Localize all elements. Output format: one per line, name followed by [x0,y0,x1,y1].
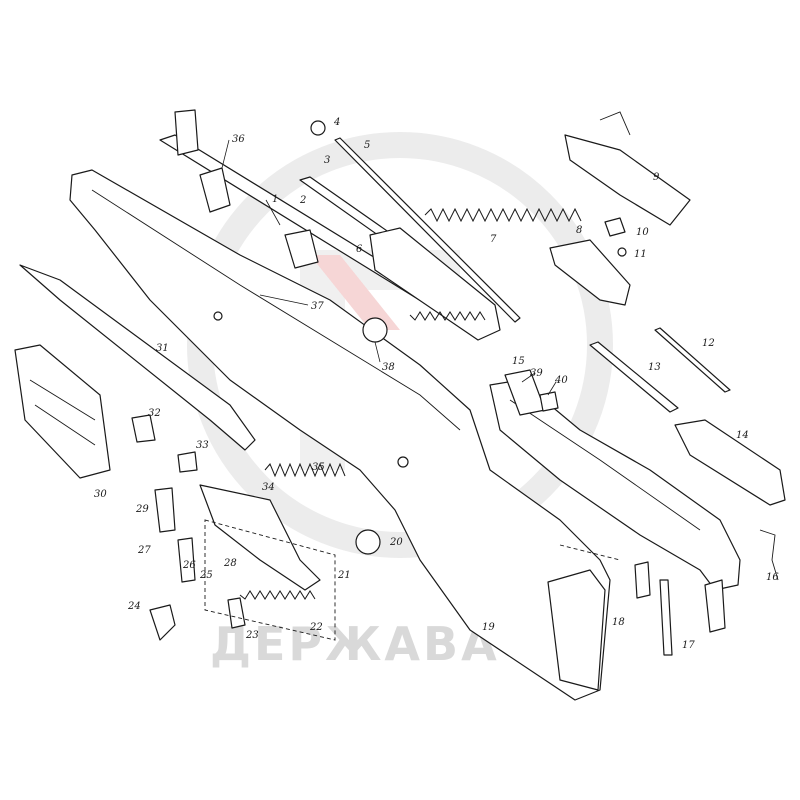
part-26 [177,537,196,583]
cleaning-rod [334,137,521,323]
callout-40: 40 [554,375,568,386]
stock-screw-2 [397,456,409,468]
callout-34: 34 [262,482,275,493]
callout-2: 2 [299,195,306,206]
callout-19: 19 [482,622,495,633]
callout-26: 26 [182,560,196,571]
callout-15: 15 [512,356,525,367]
callout-9: 9 [653,172,660,183]
receiver-assembly [489,379,741,591]
mainspring-35 [264,462,346,478]
nut-part [310,120,326,136]
receiver-line [509,399,701,531]
stock-inner-line [91,189,461,431]
callout-6: 6 [356,244,363,255]
front-sight [174,109,199,156]
callout-28: 28 [223,558,237,569]
spring-22 [239,590,316,600]
callout-35: 35 [312,462,325,473]
buttplate [547,569,606,691]
bolt-carrier [564,134,691,226]
magazine-ribs [29,379,96,446]
assembly-outline [204,519,336,641]
callout-24: 24 [127,601,141,612]
receiver-cover [674,419,786,506]
callout-22: 22 [309,622,323,633]
callout-38: 38 [382,362,395,373]
callout-12: 12 [702,338,715,349]
trigger-housing [199,484,321,591]
extractor-pin [617,247,627,257]
callout-31: 31 [156,343,169,354]
part-29 [154,487,176,533]
callout-37: 37 [311,301,324,312]
recoil-spring [424,207,582,223]
callout-17: 17 [682,640,695,651]
callout-25: 25 [199,570,213,581]
gas-block [284,229,319,269]
bayonet [19,264,256,451]
sling-swivel-38 [362,317,388,343]
callout-labels: 1 2 3 4 5 6 7 8 9 10 11 12 13 14 15 16 1… [94,117,779,651]
firing-pin-spring [409,311,486,321]
callout-1: 1 [272,194,278,205]
callout-16: 16 [766,572,779,583]
callout-14: 14 [736,430,749,441]
callout-7: 7 [490,234,497,245]
callout-3: 3 [324,155,330,166]
bolt-carrier-handle [599,111,631,136]
callout-11: 11 [634,249,647,260]
callout-21: 21 [337,570,351,581]
callout-30: 30 [94,489,107,500]
extractor [604,217,626,237]
stock [69,169,611,701]
front-sight-base [199,167,231,213]
assembly-link [559,544,621,561]
callout-4: 4 [333,117,340,128]
trigger-24 [149,604,176,641]
upper-handguard [369,227,501,341]
bolt-stop [634,561,651,599]
hammer-23 [227,597,246,629]
magazine [14,344,111,479]
guide-rod [589,341,679,413]
callout-10: 10 [636,227,649,238]
firing-pin [654,327,731,393]
pin-long [659,579,673,656]
callout-18: 18 [612,617,625,628]
trigger-guard-tail [704,579,726,633]
bolt [549,239,631,306]
callout-33: 33 [196,440,209,451]
part-33 [177,451,198,473]
leader-lines [221,139,557,396]
watermark-accent [310,255,400,330]
rear-sight-40 [539,391,559,412]
callout-23: 23 [245,630,259,641]
callout-5: 5 [364,140,370,151]
callout-36: 36 [232,134,245,145]
callout-32: 32 [148,408,161,419]
callout-8: 8 [576,225,582,236]
callout-29: 29 [135,504,149,515]
sling-swivel-20 [355,529,381,555]
watermark-text: ДЕРЖАВА [210,617,500,671]
stock-screw [213,311,223,321]
callout-13: 13 [648,362,661,373]
callout-27: 27 [137,545,151,556]
takedown-lever [759,529,779,581]
part-32 [131,414,156,443]
callout-39: 39 [530,368,543,379]
callout-20: 20 [389,537,403,548]
